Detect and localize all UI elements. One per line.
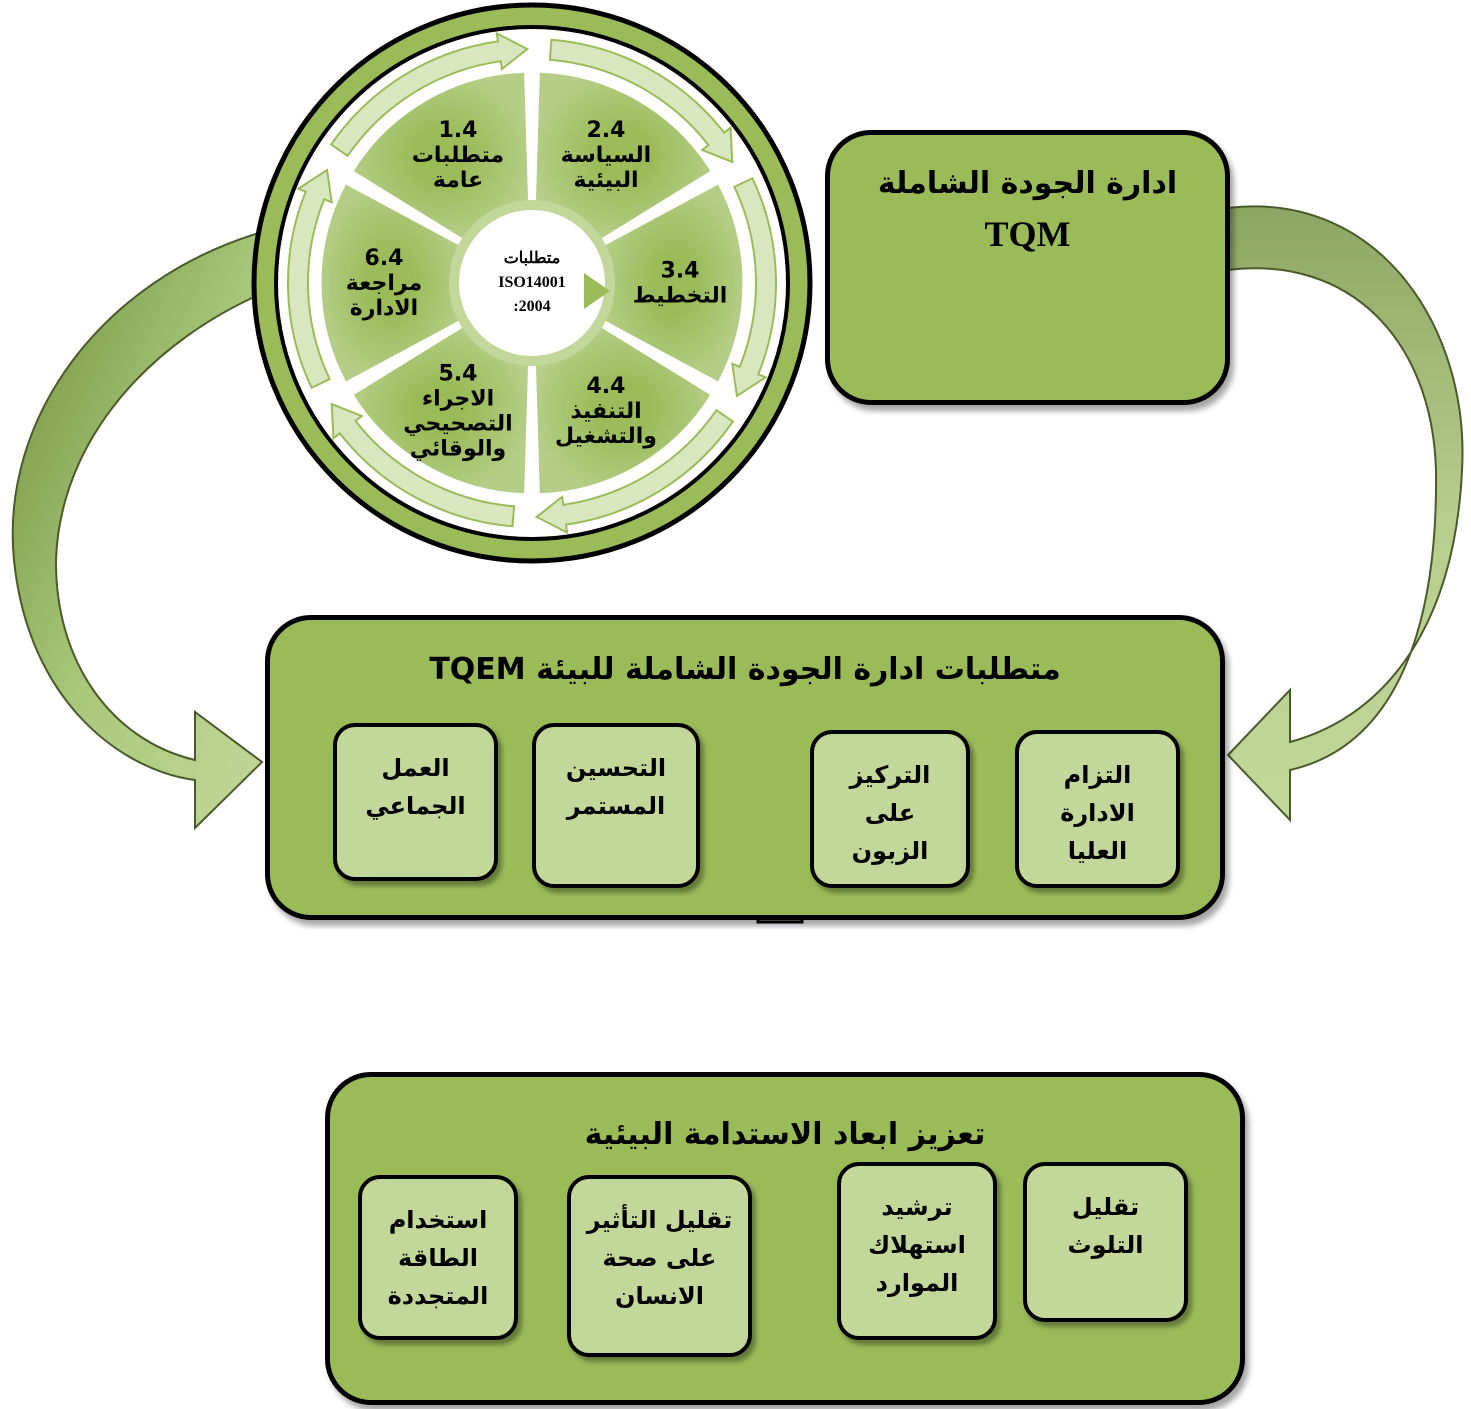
- wheel-ring-arrow: [330, 402, 516, 528]
- wheel-hub-label: متطلبات: [504, 250, 561, 267]
- right-curved-arrow: [1226, 205, 1464, 823]
- sustainability-item-health-impact: تقليل التأثير على صحة الانسان: [567, 1175, 752, 1357]
- tqm-title-line2: TQM: [984, 214, 1071, 254]
- wheel-ring-arrow: [731, 176, 777, 398]
- wheel-ring-arrow: [329, 31, 530, 158]
- sustainability-item-label: تقليل التلوث: [1067, 1193, 1144, 1259]
- sustainability-box: تعزيز ابعاد الاستدامة البيئية تقليل التل…: [325, 1072, 1245, 1405]
- wheel-segment-label: عامة: [433, 168, 483, 193]
- sustainability-item-label: تقليل التأثير على صحة الانسان: [586, 1206, 733, 1310]
- wheel-segment-label: الاجراء: [422, 387, 494, 412]
- wheel-segment-label: والوقائي: [410, 437, 506, 462]
- wheel-segment-label: الادارة: [350, 296, 418, 321]
- wheel-segment-label: والتشغيل: [555, 424, 657, 449]
- sustainability-item-rationalize-resources: ترشيد استهلاك الموارد: [837, 1162, 997, 1340]
- sustainability-item-label: استخدام الطاقة المتجددة: [387, 1206, 489, 1310]
- wheel-segment-label: البيئية: [573, 168, 638, 193]
- tqem-item-top-management-commitment: التزام الادارة العليا: [1015, 730, 1180, 888]
- wheel-segment-label: السياسة: [561, 143, 651, 168]
- tqem-item-continuous-improvement: التحسين المستمر: [532, 723, 700, 888]
- tqem-item-label: العمل الجماعي: [365, 754, 466, 820]
- wheel-ring-arrow: [287, 168, 333, 390]
- hub-arrow-icon: [584, 273, 610, 309]
- tqm-box: ادارة الجودة الشاملة TQM: [825, 130, 1230, 405]
- wheel-segment-label: التخطيط: [633, 284, 728, 309]
- tqm-title-line1: ادارة الجودة الشاملة: [877, 166, 1178, 201]
- wheel-segment-label: مراجعة: [346, 271, 422, 296]
- sustainability-item-renewable-energy: استخدام الطاقة المتجددة: [358, 1175, 518, 1340]
- wheel-segment-label: التنفيذ: [570, 399, 641, 424]
- wheel-segment-label: متطلبات: [412, 143, 504, 168]
- sustainability-item-label: ترشيد استهلاك الموارد: [868, 1193, 966, 1297]
- tqem-requirements-box: متطلبات ادارة الجودة الشاملة للبيئة TQEM…: [265, 615, 1225, 920]
- tqm-title: ادارة الجودة الشاملة TQM: [830, 159, 1225, 259]
- wheel-hub-label: ISO14001: [498, 274, 566, 291]
- wheel-hub-label: :2004: [513, 298, 550, 315]
- wheel-hub: [449, 200, 615, 366]
- tqem-item-label: التحسين المستمر: [565, 754, 667, 820]
- wheel-segment-number: 3.4: [661, 259, 700, 284]
- wheel-segment-number: 1.4: [439, 118, 478, 143]
- tqem-item-customer-focus: التركيز على الزبون: [810, 730, 970, 888]
- wheel-segment-label: التصحيحي: [403, 412, 512, 437]
- tqem-item-teamwork: العمل الجماعي: [333, 723, 498, 881]
- tqem-title: متطلبات ادارة الجودة الشاملة للبيئة TQEM: [429, 652, 1061, 687]
- sustainability-item-reduce-pollution: تقليل التلوث: [1023, 1162, 1188, 1322]
- wheel-ring-arrow: [548, 38, 734, 164]
- wheel-ring-arrow: [534, 408, 735, 535]
- tqem-item-label: التركيز على الزبون: [849, 761, 931, 865]
- wheel-segment-number: 6.4: [365, 246, 404, 271]
- sustainability-title: تعزيز ابعاد الاستدامة البيئية: [584, 1117, 986, 1152]
- left-curved-arrow: [11, 230, 272, 831]
- wheel-segment-number: 4.4: [587, 374, 626, 399]
- wheel-segment-number: 5.4: [439, 362, 478, 387]
- tqem-item-label: التزام الادارة العليا: [1060, 761, 1135, 865]
- wheel-segment-number: 2.4: [587, 118, 626, 143]
